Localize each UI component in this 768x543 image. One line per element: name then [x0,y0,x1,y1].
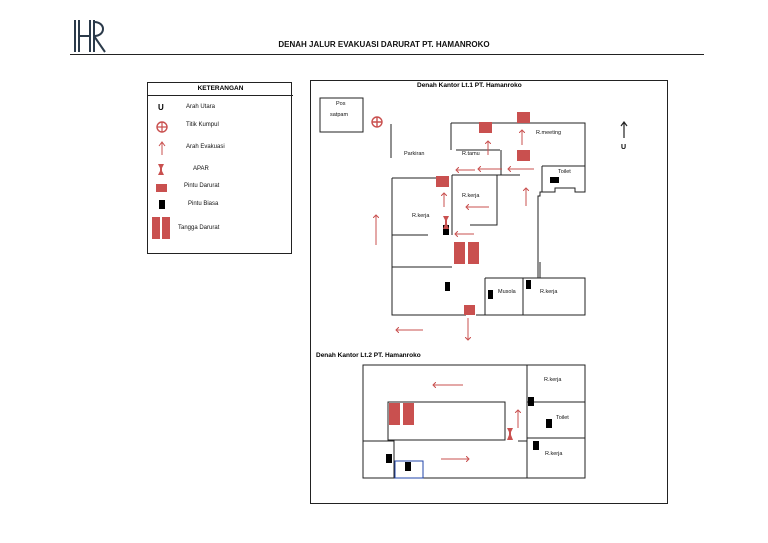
floor2-walls [362,364,586,479]
room-label-rmeeting: R.meeting [536,130,562,136]
room-label-parkiran: Parkiran [404,151,425,157]
security-post-room [319,97,364,133]
normal-door [528,397,534,406]
north-arrow [620,121,628,138]
evacuation-arrow-icon [158,141,166,155]
stairs-floor1-left [454,242,465,264]
normal-door [405,462,411,471]
emergency-stairs [389,242,479,425]
stairs-floor2-left [389,403,400,425]
legend-label-evacuation: Arah Evakuasi [186,144,225,150]
room-label-rkerja-left: R.kerja [412,213,430,219]
normal-doors [386,177,559,471]
legend-label-assembly: Titik Kumpul [186,122,219,128]
floor1-walls [319,97,586,316]
evacuation-arrows [376,130,534,459]
room-label-f2-rkerja-bottom: R.kerja [545,451,563,457]
floor-plan-frame [310,80,668,504]
legend-box: KETERANGAN U Arah Utara Titik Kumpul Ara… [147,82,293,254]
floor2-corridor [387,401,506,441]
room-label-satpam: satpam [330,112,349,118]
room-label-rtamu: R.tamu [462,151,480,157]
emergency-door [464,305,475,315]
normal-door [445,282,450,291]
legend-divider [148,95,293,96]
north-letter-icon: U [158,103,164,112]
assembly-point [371,116,383,128]
apar-marker [443,216,449,229]
normal-door [386,454,392,463]
room-label-f2-toilet: Toilet [556,415,569,421]
emergency-door [517,112,530,123]
floor1-title: Denah Kantor Lt.1 PT. Hamanroko [417,82,522,89]
room-label-pos: Pos [336,101,346,107]
stairs-floor2-right [403,403,414,425]
company-logo [72,18,112,54]
apar-marker [507,428,513,440]
legend-label-apar: APAR [193,166,209,172]
page-title: DENAH JALUR EVAKUASI DARURAT PT. HAMANRO… [278,40,490,49]
stairs-floor1-right [468,242,479,264]
room-label-rkerja-center: R.kerja [462,193,480,199]
floor2-blue-cell [394,460,424,479]
normal-door-icon [159,200,165,209]
normal-door [488,290,493,299]
legend-label-stairs: Tangga Darurat [178,225,220,231]
normal-door [546,419,552,428]
emergency-door [436,176,449,187]
fire-extinguishers [443,216,513,440]
normal-door [533,441,539,450]
room-label-f2-rkerja-top: R.kerja [544,377,562,383]
emergency-door [479,122,492,133]
normal-door [550,177,559,183]
assembly-point-icon [156,121,168,133]
normal-door [526,280,531,289]
room-label-toilet: Toilet [558,169,571,175]
emergency-door [517,150,530,161]
emergency-door-icon [156,184,167,192]
header-divider [70,54,704,55]
legend-label-emergency-door: Pintu Darurat [184,183,220,189]
room-label-rkerja-bottom: R.kerja [540,289,558,295]
emergency-doors [436,112,530,315]
legend-heading: KETERANGAN [197,85,244,92]
legend-label-normal-door: Pintu Biasa [188,201,219,207]
legend-label-north: Arah Utara [186,104,216,110]
room-label-musola: Musola [498,289,516,295]
north-letter: U [621,144,627,151]
fire-extinguisher-icon [158,164,164,175]
normal-door [443,225,449,235]
emergency-stairs-icon [152,217,170,239]
floor2-title: Denah Kantor Lt.2 PT. Hamanroko [316,352,421,359]
